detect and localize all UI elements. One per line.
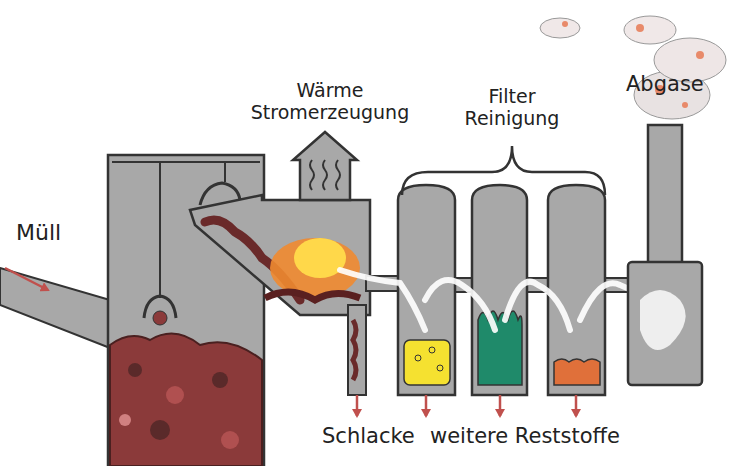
chimney-stack bbox=[648, 125, 682, 265]
filter-columns bbox=[437, 365, 443, 371]
filter-columns bbox=[478, 311, 522, 385]
text-label: Schlacke bbox=[322, 424, 415, 448]
feed-chute bbox=[0, 268, 110, 348]
filter-columns bbox=[575, 395, 578, 416]
waste-bunker bbox=[150, 420, 170, 440]
waste-bunker bbox=[128, 363, 142, 377]
text-label: Filter Reinigung bbox=[452, 86, 572, 130]
waste-bunker bbox=[221, 431, 239, 449]
waste-bunker bbox=[110, 334, 262, 466]
slag-outlet bbox=[348, 305, 366, 395]
exhaust-cloud bbox=[540, 16, 726, 119]
filter-columns bbox=[425, 395, 428, 416]
waste-bunker bbox=[166, 386, 184, 404]
slag-outlet bbox=[348, 305, 366, 416]
crane-grab bbox=[153, 311, 167, 325]
exhaust-cloud bbox=[696, 51, 704, 59]
smoke-flow bbox=[340, 125, 668, 340]
heat-output-hood bbox=[293, 132, 357, 200]
crane-grab bbox=[159, 162, 161, 298]
filter-columns bbox=[429, 347, 435, 353]
chimney-stack bbox=[628, 125, 702, 385]
heat-output-hood bbox=[293, 132, 357, 200]
exhaust-cloud bbox=[562, 21, 568, 27]
text-label: Wärme Stromerzeugung bbox=[240, 80, 420, 124]
crane-grab bbox=[224, 162, 226, 182]
feed-chute bbox=[0, 268, 110, 348]
furnace bbox=[265, 292, 360, 300]
waste-bunker bbox=[119, 414, 131, 426]
furnace bbox=[190, 195, 370, 315]
heat-output-hood bbox=[323, 160, 327, 190]
filter-columns bbox=[398, 185, 605, 416]
smoke-flow bbox=[340, 125, 668, 340]
waste-bunker bbox=[212, 372, 228, 388]
slag-outlet bbox=[356, 395, 359, 416]
waste-bunker bbox=[112, 161, 260, 163]
chimney-stack bbox=[628, 262, 702, 385]
text-label: weitere Reststoffe bbox=[430, 424, 620, 448]
exhaust-cloud bbox=[540, 18, 580, 38]
feed-chute bbox=[5, 268, 48, 290]
bracket bbox=[402, 146, 605, 195]
chimney-stack bbox=[640, 290, 686, 350]
filter-columns bbox=[554, 359, 600, 385]
slag-outlet bbox=[353, 320, 356, 380]
furnace bbox=[190, 195, 370, 315]
text-label: Abgase bbox=[626, 72, 704, 96]
filter-columns bbox=[415, 355, 421, 361]
heat-output-hood bbox=[336, 160, 340, 190]
exhaust-cloud bbox=[624, 16, 676, 44]
exhaust-cloud bbox=[682, 102, 688, 108]
exhaust-cloud bbox=[636, 24, 644, 32]
filter-columns bbox=[404, 340, 450, 385]
filter-columns bbox=[499, 395, 502, 416]
heat-output-hood bbox=[310, 160, 314, 190]
text-label: Müll bbox=[16, 220, 61, 245]
